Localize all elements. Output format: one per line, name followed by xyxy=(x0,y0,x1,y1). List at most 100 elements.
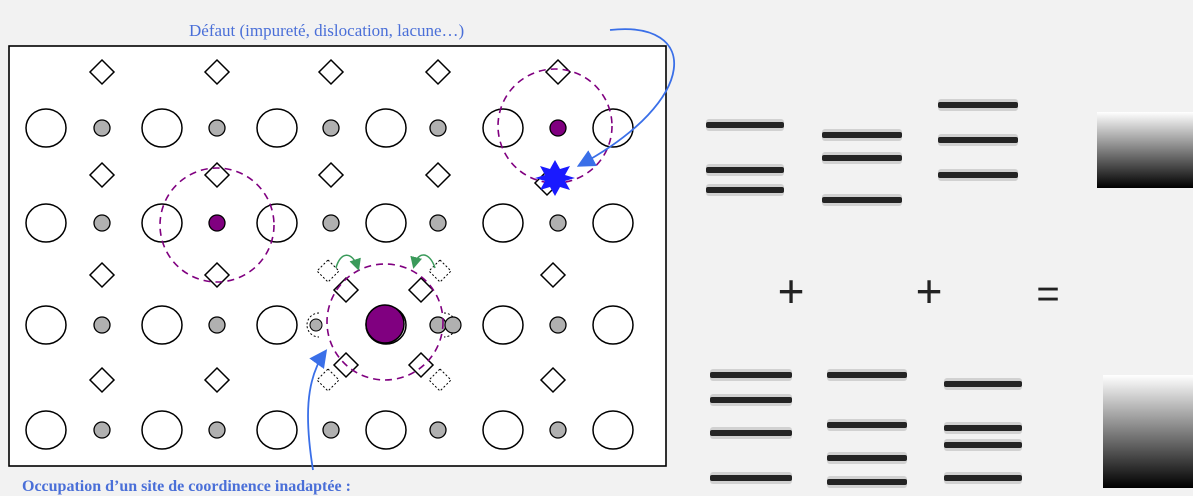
host-atom-large xyxy=(256,410,298,450)
host-atom-large xyxy=(482,305,524,345)
crystal-lattice xyxy=(25,58,634,450)
stripe-blur xyxy=(706,164,784,176)
curved-arrow-icon xyxy=(576,28,675,167)
stripe-line xyxy=(827,372,907,378)
host-atom-large xyxy=(141,410,183,450)
host-atom-small xyxy=(93,316,111,334)
host-atom-small xyxy=(208,421,226,439)
stripe-line xyxy=(706,122,784,128)
host-atom-small xyxy=(444,316,462,334)
tetrahedral-site-diamond xyxy=(407,276,435,304)
stripe-blur xyxy=(938,134,1018,146)
host-atom-large xyxy=(365,108,407,148)
host-atom-large xyxy=(482,410,524,450)
tetrahedral-site-diamond xyxy=(88,366,116,394)
stripe-line xyxy=(938,172,1018,178)
stripe-line xyxy=(710,475,792,481)
stripe-line xyxy=(822,197,902,203)
gradient-result-bottom xyxy=(1103,375,1193,488)
stripe-blur xyxy=(822,129,902,141)
green-rotation-arrow-icon xyxy=(410,254,436,269)
tetrahedral-site-diamond xyxy=(539,261,567,289)
tetrahedral-site-diamond xyxy=(203,58,231,86)
tetrahedral-site-diamond xyxy=(544,58,572,86)
stripe-blur xyxy=(944,422,1022,434)
stripe-blur xyxy=(710,369,792,381)
host-atom-large xyxy=(141,305,183,345)
host-atom-large xyxy=(25,108,67,148)
stripe-line xyxy=(827,422,907,428)
dopant-atom xyxy=(208,214,226,232)
stripe-blur xyxy=(827,419,907,431)
host-atom-small xyxy=(429,119,447,137)
tetrahedral-site-diamond xyxy=(203,366,231,394)
stripe-blur xyxy=(944,472,1022,484)
stripe-line xyxy=(827,455,907,461)
stripe-blur xyxy=(822,152,902,164)
stripe-line xyxy=(944,475,1022,481)
host-atom-small xyxy=(322,119,340,137)
dashed-defect-region xyxy=(159,167,275,283)
host-atom-large xyxy=(592,203,634,243)
stripe-blur xyxy=(938,99,1018,111)
host-atom-small xyxy=(93,119,111,137)
tetrahedral-site-diamond xyxy=(88,161,116,189)
stripe-blur xyxy=(827,452,907,464)
stripe-line xyxy=(706,167,784,173)
vacated-site-circle xyxy=(443,312,457,338)
plus-operator: + xyxy=(916,265,943,317)
stripe-line xyxy=(944,381,1022,387)
stripe-line xyxy=(938,102,1018,108)
host-atom-small xyxy=(322,214,340,232)
stripe-blur xyxy=(710,394,792,406)
dashed-defect-region xyxy=(326,263,444,381)
equals-operator: = xyxy=(1036,272,1059,316)
host-atom-small xyxy=(309,318,323,332)
host-atom-large xyxy=(482,108,524,148)
host-atom-large xyxy=(25,203,67,243)
tetrahedral-site-diamond xyxy=(539,366,567,394)
host-atom-large xyxy=(592,410,634,450)
host-atom-small xyxy=(429,214,447,232)
stripe-line xyxy=(827,479,907,485)
tetrahedral-site-diamond xyxy=(332,276,360,304)
vacated-site-diamond xyxy=(428,368,452,392)
host-atom-small xyxy=(208,119,226,137)
stripe-blur xyxy=(944,439,1022,451)
host-atom-large xyxy=(141,108,183,148)
host-atom-large xyxy=(25,410,67,450)
vacated-site-diamond xyxy=(316,368,340,392)
large-dopant-atom xyxy=(365,304,405,344)
stripe-blur xyxy=(706,119,784,131)
host-atom-large xyxy=(25,305,67,345)
stripe-line xyxy=(706,187,784,193)
diffraction-stripes xyxy=(706,99,1022,488)
plus-operator: + xyxy=(778,265,805,317)
stripe-blur xyxy=(710,472,792,484)
host-atom-small xyxy=(429,421,447,439)
host-atom-small xyxy=(93,214,111,232)
stripe-line xyxy=(944,442,1022,448)
tetrahedral-site-diamond xyxy=(424,58,452,86)
stripe-blur xyxy=(944,378,1022,390)
lattice-frame xyxy=(8,45,667,467)
green-rotation-arrow-icon xyxy=(335,254,361,271)
tetrahedral-site-diamond xyxy=(203,161,231,189)
curved-arrow-icon xyxy=(307,349,328,471)
defect-star-icon xyxy=(535,160,575,196)
vacated-site-diamond xyxy=(316,259,340,283)
stripe-line xyxy=(938,137,1018,143)
host-atom-large xyxy=(365,410,407,450)
stripe-blur xyxy=(822,194,902,206)
host-atom-large xyxy=(256,305,298,345)
tetrahedral-site-diamond xyxy=(203,261,231,289)
stripe-blur xyxy=(710,427,792,439)
tetrahedral-site-diamond xyxy=(424,161,452,189)
host-atom-large xyxy=(365,203,407,243)
dopant-atom xyxy=(549,119,567,137)
stripe-line xyxy=(710,430,792,436)
host-atom-small xyxy=(549,421,567,439)
stripe-line xyxy=(944,425,1022,431)
tetrahedral-site-diamond xyxy=(317,58,345,86)
stripe-line xyxy=(822,132,902,138)
